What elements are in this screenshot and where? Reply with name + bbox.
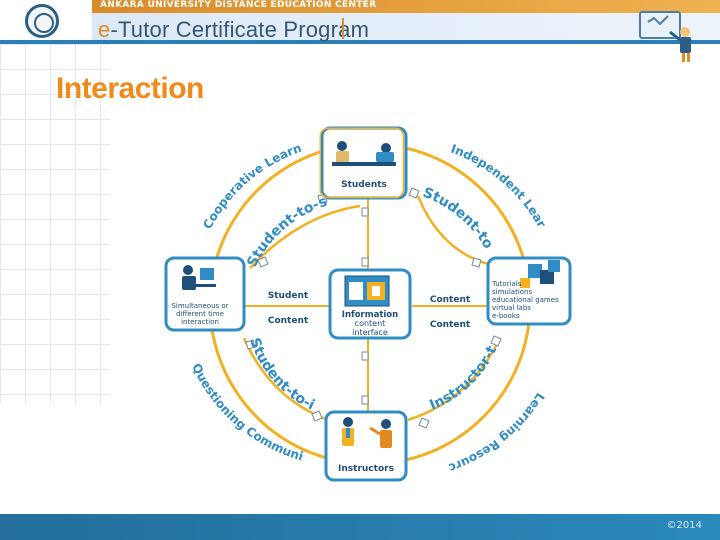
title-cursor [342,18,344,39]
label-independent-learning-text: Independent Learning [0,0,549,230]
info-line-1: Information [342,310,398,320]
computer-screen-icon [344,275,390,307]
instructors-illustration-icon [342,417,392,448]
right-line-4: virtual labs [492,304,531,312]
label-questioning-community-text: Questioning Community [0,0,305,463]
arc-instructor-to-content [407,337,502,422]
label-independent-learning: Independent Learning [0,0,549,230]
footer-copyright: ©2014 [666,520,702,531]
header-banner: ANKARA UNIVERSITY DISTANCE EDUCATION CEN… [0,0,720,62]
axis-left-content: Content [268,316,309,326]
person-at-computer-icon [182,265,216,290]
students-label: Students [341,180,387,190]
label-cooperative-learning-text: Cooperative Learning [0,0,303,231]
label-student-to-content: Student-to-content [0,0,496,252]
label-student-to-instructor-text: Student-to-instructor [0,0,317,413]
label-student-to-student: Student-to-student [0,0,329,270]
info-line-2: content [355,319,386,328]
university-logo [25,4,59,38]
axis-right-content-top: Content [430,295,471,305]
left-line-3: interaction [181,318,219,326]
axis-left-student: Student [268,291,309,301]
footer-bar [0,514,720,540]
node-instructors: Instructors [324,410,408,482]
axis-right-content-bottom: Content [430,320,471,330]
label-student-to-content-text: Student-to-content [0,0,496,252]
instructors-label: Instructors [338,464,394,474]
right-line-1: Tutorials [491,280,522,288]
puzzle-pieces-icon [520,260,560,288]
left-line-2: different time [176,310,224,318]
label-student-to-instructor: Student-to-instructor [0,0,317,413]
right-line-2: simulations [492,288,532,296]
students-illustration-icon [332,141,396,166]
node-simultaneous: Simultaneous or different time interacti… [164,256,246,332]
header-light-strip [92,13,720,44]
info-line-3: interface [352,328,388,337]
node-resources: Tutorials simulations educational games … [486,256,572,326]
label-cooperative-learning: Cooperative Learning [0,0,303,231]
left-line-1: Simultaneous or [171,302,228,310]
grid-background [0,44,110,404]
arc-student-to-student [249,204,361,269]
right-line-3: educational games [492,296,559,304]
program-title-e: e [98,17,111,42]
right-line-5: e-books [492,312,520,320]
label-questioning-community: Questioning Community [0,0,305,463]
label-student-to-student-text: Student-to-student [0,0,329,270]
teacher-icon [639,11,691,62]
header-blue-line [0,40,720,44]
node-students: Students [319,126,408,200]
node-information-content: Information content interface [328,268,412,340]
header-orange-strip [92,0,720,13]
university-name: ANKARA UNIVERSITY DISTANCE EDUCATION CEN… [100,0,377,10]
page-title: Interaction [56,72,204,105]
program-title-rest: -Tutor Certificate Program [110,17,370,42]
program-title: e-Tutor Certificate Program [98,17,369,43]
